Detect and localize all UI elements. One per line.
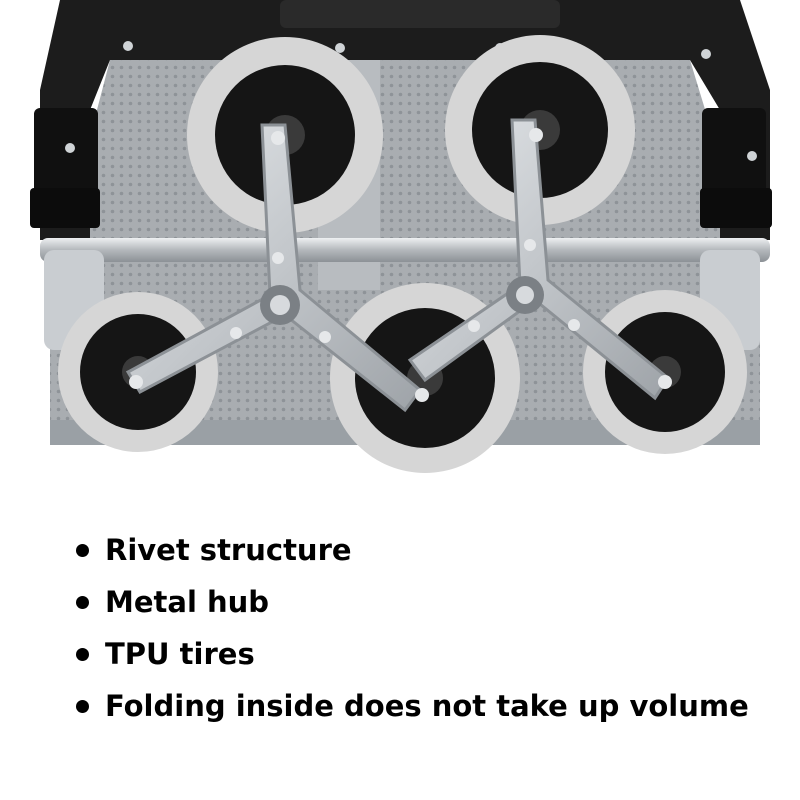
wheel-bottom-right (583, 290, 747, 454)
tri-star-bracket-right (407, 118, 672, 401)
feature-text: Rivet structure (105, 533, 352, 567)
axle-bar (40, 238, 770, 350)
stair-climbing-trolley-wheels-photo (30, 0, 772, 473)
feature-text: Folding inside does not take up volume (105, 689, 749, 723)
feature-item-rivet-structure: Rivet structure (76, 524, 749, 576)
bullet-icon (76, 699, 89, 713)
bullet-icon (76, 647, 89, 661)
feature-list: Rivet structure Metal hub TPU tires Fold… (76, 524, 749, 732)
tri-star-bracket-left (125, 123, 429, 413)
bullet-icon (76, 543, 89, 557)
feature-item-tpu-tires: TPU tires (76, 628, 749, 680)
feature-item-metal-hub: Metal hub (76, 576, 749, 628)
feature-text: Metal hub (105, 585, 270, 619)
feature-item-folding: Folding inside does not take up volume (76, 680, 749, 732)
feature-text: TPU tires (105, 637, 255, 671)
bullet-icon (76, 595, 89, 609)
